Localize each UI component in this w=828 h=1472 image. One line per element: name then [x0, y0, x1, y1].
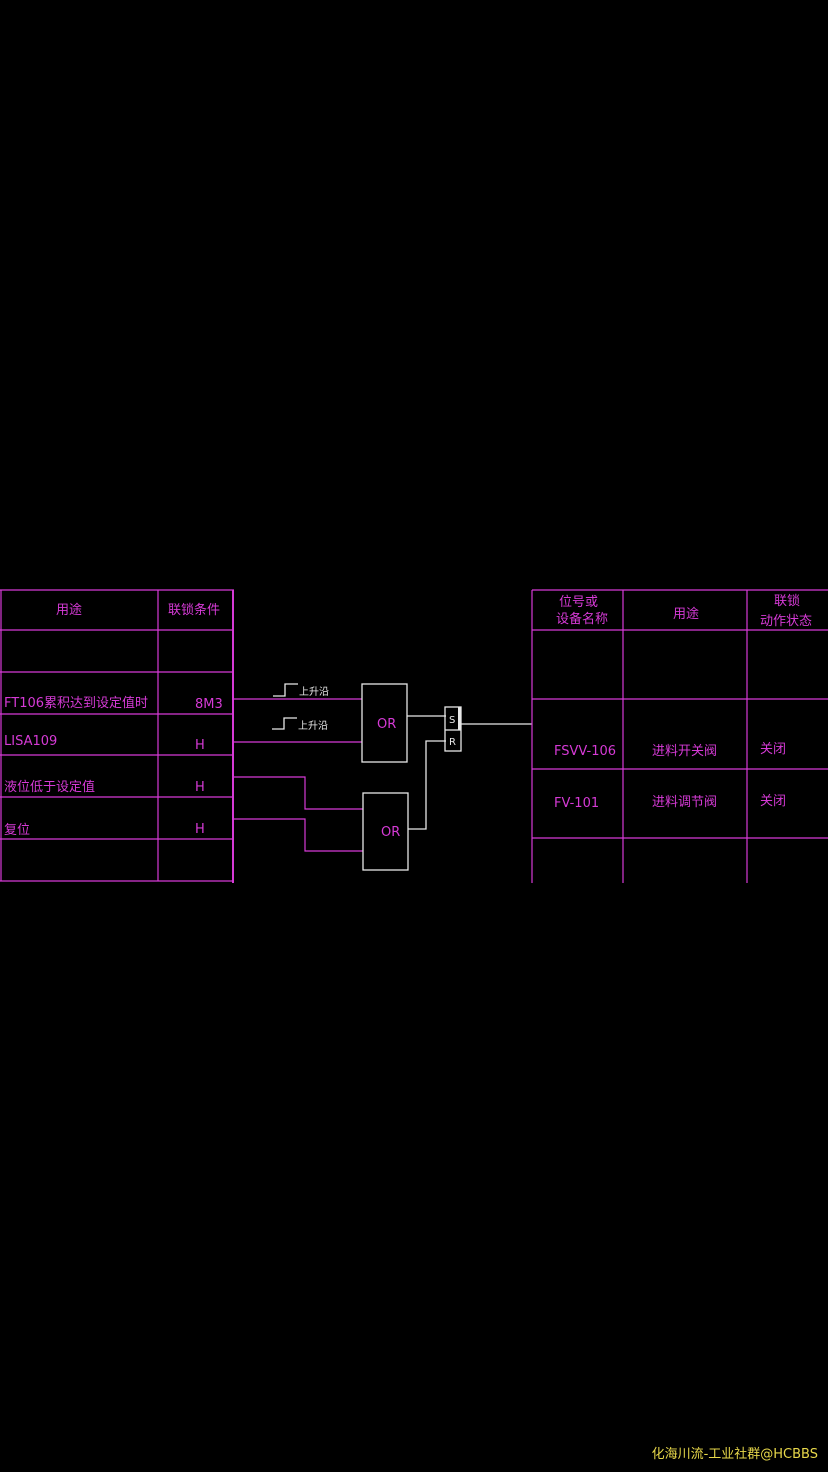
rising-edge-symbol	[272, 717, 297, 730]
rising-edge-symbol	[273, 683, 298, 697]
or-gate-label: OR	[377, 717, 396, 732]
logic-wires	[407, 715, 532, 830]
right-row-action: 关闭	[760, 742, 786, 757]
right-row-tag: FSVV-106	[554, 744, 616, 759]
right-header-action: 联锁	[774, 593, 800, 609]
right-row-tag: FV-101	[554, 796, 599, 811]
right-row-action: 关闭	[760, 794, 786, 809]
right-row-purpose: 进料调节阀	[652, 795, 717, 810]
left-row-purpose: LISA109	[4, 734, 57, 749]
left-row-purpose: FT106累积达到设定值时	[4, 695, 148, 711]
right-header-purpose: 用途	[673, 606, 699, 622]
right-header-action: 动作状态	[760, 614, 812, 629]
rising-edge-label: 上升沿	[298, 720, 328, 732]
right-header-tag: 位号或	[559, 595, 598, 610]
sr-set-label: S	[449, 715, 455, 726]
sr-flipflop	[444, 706, 462, 752]
or-gate-reset	[362, 792, 409, 871]
watermark: 化海川流-工业社群@HCBBS	[651, 1447, 818, 1462]
right-header-tag: 设备名称	[556, 611, 608, 627]
left-table	[0, 589, 234, 883]
left-row-purpose: 复位	[4, 823, 30, 838]
right-row-purpose: 进料开关阀	[652, 744, 717, 759]
right-table	[531, 589, 828, 883]
left-header-purpose: 用途	[56, 602, 82, 618]
left-row-condition: H	[195, 822, 205, 837]
or-gate-label: OR	[381, 825, 400, 840]
rising-edge-label: 上升沿	[299, 686, 329, 698]
sr-reset-label: R	[449, 737, 456, 748]
left-row-condition: H	[195, 780, 205, 795]
left-row-condition: H	[195, 738, 205, 753]
left-row-condition: 8M3	[195, 697, 223, 712]
or-gate-set	[361, 683, 408, 763]
left-header-condition: 联锁条件	[168, 602, 220, 618]
signal-lines	[234, 698, 363, 852]
left-row-purpose: 液位低于设定值	[4, 779, 95, 795]
